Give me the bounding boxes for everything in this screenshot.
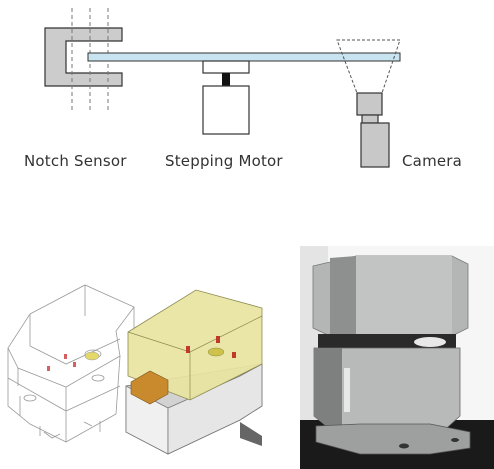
renders-and-photo: [7, 246, 494, 469]
notch-sensor-bracket: [44, 27, 123, 87]
notch-sensor-label: Notch Sensor: [24, 152, 127, 170]
camera-label: Camera: [402, 152, 463, 170]
shaded-render: [125, 289, 263, 455]
motor-coupling: [202, 60, 250, 74]
wireframe-yellow-hole: [84, 351, 100, 361]
wireframe-render: [7, 284, 135, 443]
device-photo: [300, 246, 494, 469]
glass-rod: [87, 52, 401, 62]
motor-body: [202, 85, 250, 135]
wireframe-red-pins: [47, 354, 76, 371]
camera-body: [360, 122, 390, 168]
schematic-diagram: [44, 8, 401, 168]
camera-lens: [356, 92, 383, 116]
camera-view-cone: [336, 39, 401, 94]
stepping-motor-label: Stepping Motor: [165, 152, 283, 170]
camera-neck: [361, 114, 379, 124]
motor-shaft: [222, 73, 230, 86]
